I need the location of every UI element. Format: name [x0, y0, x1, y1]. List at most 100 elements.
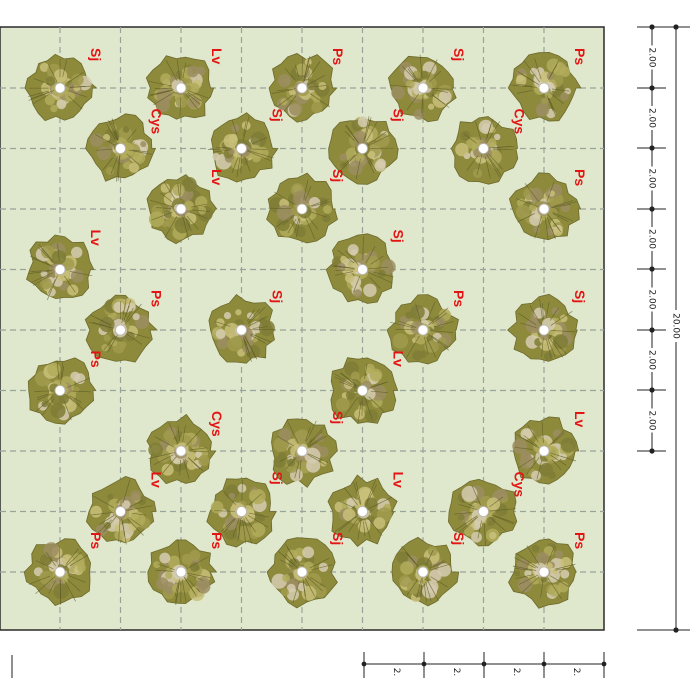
shrub-icon: [386, 294, 459, 365]
dimension-bottom-label: 2.: [391, 668, 401, 677]
shrub-icon: [23, 538, 92, 606]
plant-center-marker: [296, 566, 308, 578]
dimension-bottom-label: 2.: [571, 668, 581, 677]
shrub-icon: [330, 357, 399, 424]
plant-label: Sj: [270, 290, 286, 303]
plant-center-marker: [175, 203, 187, 215]
plant-center-marker: [417, 566, 429, 578]
shrub-icon: [327, 474, 398, 547]
dimension-bottom-label: 2.: [451, 668, 461, 677]
dimension-segment-label: 2.00: [647, 410, 657, 430]
plant-label: Ps: [572, 169, 588, 186]
plant-label: Ps: [88, 532, 104, 549]
plant-label: Sj: [270, 109, 286, 122]
plant-label: Sj: [270, 472, 286, 485]
dimension-segment-label: 2.00: [647, 108, 657, 128]
plant-center-marker: [54, 385, 66, 396]
plant-label: Ps: [451, 290, 467, 307]
plant-label: Ps: [572, 48, 588, 65]
shrub-icon: [506, 293, 579, 362]
plant-label: Ps: [149, 290, 165, 307]
plant-label: Cys: [209, 411, 225, 437]
plant-label: Cys: [149, 109, 165, 135]
dimension-total-label: 20.00: [671, 313, 681, 339]
plant-label: Lv: [391, 351, 407, 368]
plant-center-marker: [538, 445, 550, 457]
shrub-icon: [85, 475, 157, 545]
shrub-icon: [24, 53, 98, 122]
shrub-icon: [508, 172, 582, 241]
plant-label: Ps: [330, 48, 346, 65]
plant-center-marker: [54, 264, 66, 275]
plant-label: Lv: [209, 169, 225, 186]
plant-center-marker: [175, 82, 187, 94]
plant-label: Sj: [451, 48, 467, 61]
plant-label: Lv: [209, 48, 225, 65]
plant-center-marker: [478, 506, 489, 517]
plant-center-marker: [417, 324, 429, 336]
shrub-icon: [507, 51, 582, 122]
plant-label: Lv: [572, 411, 588, 428]
dimension-bottom-label: 2.: [511, 668, 521, 677]
plant-label: Sj: [330, 532, 346, 545]
shrub-icon: [271, 418, 338, 488]
plant-label: Sj: [572, 290, 588, 303]
plant-center-marker: [357, 385, 368, 396]
plant-label: Cys: [512, 109, 528, 135]
plant-center-marker: [538, 566, 550, 578]
plant-center-marker: [54, 566, 66, 578]
plant-center-marker: [538, 82, 550, 94]
plant-center-marker: [54, 82, 66, 94]
plant-center-marker: [236, 506, 247, 517]
shrub-icon: [447, 478, 518, 547]
shrub-icon: [328, 116, 399, 185]
shrub-icon: [147, 538, 218, 605]
shrub-icon: [208, 294, 276, 364]
dimension-chain-bottom: 2. 2. 2. 2.: [11, 652, 607, 678]
shrub-icon: [85, 113, 157, 182]
plant-label: Lv: [149, 472, 165, 489]
plant-center-marker: [357, 264, 368, 275]
shrub-icon: [26, 234, 95, 301]
dimension-segment-label: 2.00: [647, 229, 657, 249]
dimension-segment-label: 2.00: [647, 47, 657, 67]
plant-label: Lv: [391, 472, 407, 489]
plant-label: Sj: [330, 169, 346, 182]
plant-label: Ps: [572, 532, 588, 549]
plant-label: Lv: [88, 230, 104, 247]
plant-label: Sj: [88, 48, 104, 61]
plant-center-marker: [115, 506, 126, 517]
plant-center-marker: [115, 324, 126, 336]
shrub-icon: [146, 174, 218, 245]
plant-label: Sj: [391, 109, 407, 122]
plant-center-marker: [115, 143, 126, 154]
shrub-icon: [450, 116, 519, 185]
shrub-icon: [207, 112, 279, 183]
shrub-icon: [391, 536, 460, 607]
shrub-icon: [146, 413, 217, 485]
plant-center-marker: [538, 324, 550, 336]
plant-center-marker: [175, 566, 187, 578]
shrub-icon: [27, 357, 97, 425]
plant-label: Sj: [391, 230, 407, 243]
plant-label: Sj: [451, 532, 467, 545]
plant-center-marker: [296, 445, 308, 457]
plant-center-marker: [357, 143, 368, 154]
plant-center-marker: [478, 143, 489, 154]
plant-label: Ps: [88, 351, 104, 368]
shrub-icon: [512, 416, 580, 485]
dimension-segment-label: 2.00: [647, 289, 657, 309]
shrub-icon: [325, 233, 396, 304]
plant-center-marker: [538, 203, 550, 215]
shrub-icon: [508, 538, 577, 609]
shrub-icon: [206, 477, 277, 548]
shrub-icon: [84, 294, 159, 363]
plant-label: Sj: [330, 411, 346, 424]
shrub-icon: [387, 54, 457, 123]
shrub-icon: [266, 537, 338, 609]
plant-center-marker: [236, 143, 247, 154]
